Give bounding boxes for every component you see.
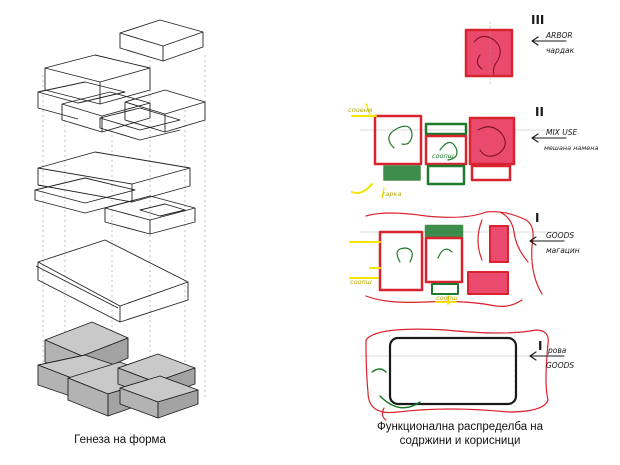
label-first-en: GOODS (546, 231, 574, 240)
caption-form-genesis: Генеза на форма (74, 434, 166, 446)
level-numerals: III II I I (531, 13, 544, 353)
numeral-basement: I (538, 339, 542, 353)
numeral-roof: III (531, 13, 544, 27)
label-first-mk: магацин (546, 246, 580, 255)
slab-lower (35, 239, 189, 323)
level-labels: ARBOR чардак MIX USE мешана намена GOODS… (544, 31, 599, 370)
form-genesis-drawing (34, 19, 206, 419)
level-basement (365, 328, 549, 421)
level-roof (464, 21, 514, 86)
level-second (351, 103, 516, 199)
label-basement-mk: GOODS (546, 361, 574, 370)
label-roof-mk: чардак (546, 46, 575, 55)
level-arrows (529, 36, 567, 361)
label-second-mk: мешана намена (544, 144, 599, 152)
label-roof-en: ARBOR (545, 31, 573, 40)
box-top (119, 19, 204, 62)
caption-line-2: содржини и корисници (399, 435, 521, 447)
box-cluster-upper (37, 54, 206, 141)
tag-second-top: споени (348, 106, 372, 114)
tag-first-bottom: соопш (436, 294, 458, 302)
label-basement-en: рова (547, 346, 567, 355)
label-second-en: MIX USE (546, 128, 577, 137)
tag-first-left: соопш (350, 278, 372, 286)
level-first (349, 211, 543, 307)
tag-second-center: соопш (432, 152, 454, 160)
functional-distribution-drawing (349, 21, 567, 421)
tags: споени гарка соопш соопш соопш (348, 106, 458, 302)
caption-functional-distribution: Функционална распределба на содржини и к… (350, 420, 570, 448)
base-massing (37, 321, 199, 419)
caption-line-1: Функционална распределба на (376, 421, 544, 433)
tag-second-bottom: гарка (382, 190, 401, 198)
box-cluster-middle (34, 151, 196, 235)
numeral-second: II (535, 105, 544, 119)
numeral-first: I (535, 211, 539, 225)
